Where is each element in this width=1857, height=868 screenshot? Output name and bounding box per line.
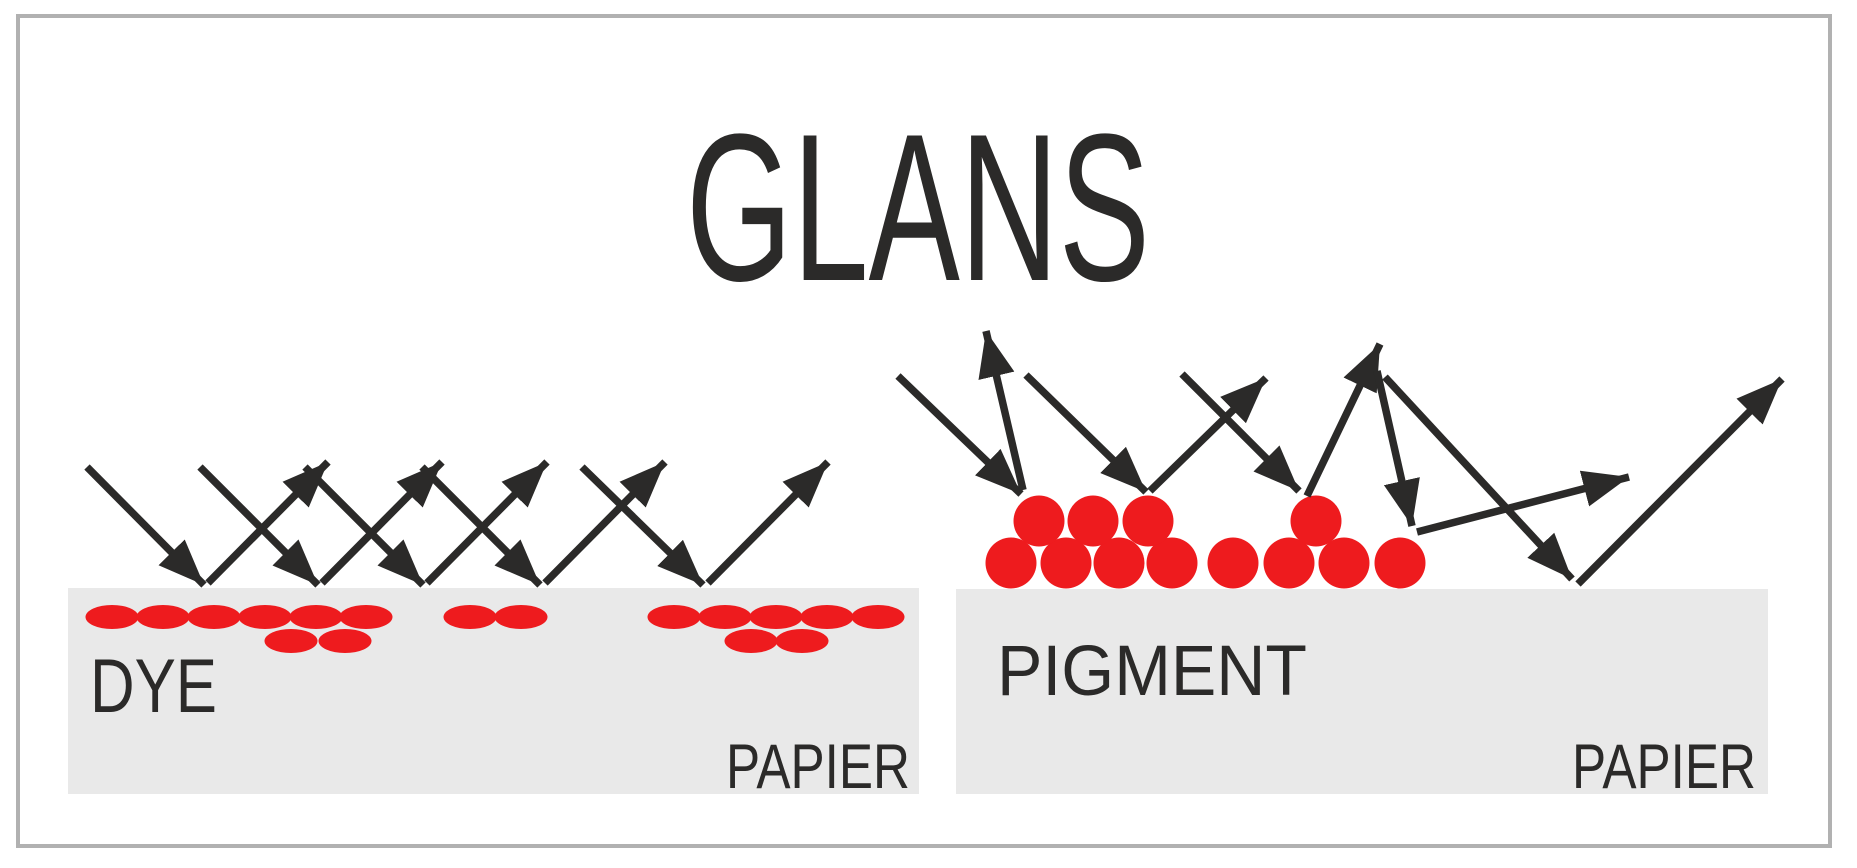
pigment-particle bbox=[1374, 537, 1426, 589]
dye-dot bbox=[851, 605, 905, 629]
light-ray-arrow bbox=[579, 464, 706, 588]
specular-ray-layer bbox=[84, 459, 831, 588]
light-ray-arrow bbox=[197, 464, 321, 588]
pigment-label: PIGMENT bbox=[997, 632, 1307, 711]
light-ray-arrow bbox=[1373, 370, 1420, 527]
dye-dot bbox=[187, 605, 241, 629]
pigment-particle bbox=[1122, 495, 1174, 547]
pigment-panel: PIGMENT PAPIER bbox=[895, 330, 1785, 802]
dye-dot bbox=[264, 629, 318, 653]
pigment-particle bbox=[1290, 495, 1342, 547]
light-ray-arrow bbox=[1416, 470, 1630, 536]
page-title: GLANS bbox=[686, 90, 1150, 325]
pigment-particle bbox=[1093, 537, 1145, 589]
dye-dot bbox=[724, 629, 778, 653]
paper-block-right bbox=[956, 589, 1768, 794]
dye-dot bbox=[775, 629, 829, 653]
light-ray-arrow bbox=[424, 459, 550, 586]
light-ray-arrow bbox=[705, 459, 831, 586]
light-ray-arrow bbox=[1179, 371, 1302, 494]
pigment-particle bbox=[1146, 537, 1198, 589]
dye-dot bbox=[289, 605, 343, 629]
light-ray-arrow bbox=[205, 459, 331, 586]
pigment-particle bbox=[1067, 495, 1119, 547]
pigment-particle-layer bbox=[985, 495, 1426, 589]
light-ray-arrow bbox=[542, 459, 668, 586]
light-ray-arrow bbox=[1382, 374, 1575, 582]
dye-label: DYE bbox=[90, 644, 217, 729]
pigment-particle bbox=[1040, 537, 1092, 589]
light-ray-arrow bbox=[1303, 342, 1384, 498]
light-ray-arrow bbox=[1575, 376, 1785, 587]
pigment-particle bbox=[1318, 537, 1370, 589]
dye-dot bbox=[749, 605, 803, 629]
dye-dot bbox=[339, 605, 393, 629]
dye-dot bbox=[443, 605, 497, 629]
dye-dot bbox=[698, 605, 752, 629]
dye-dot bbox=[85, 605, 139, 629]
light-ray-arrow bbox=[1147, 375, 1269, 494]
light-ray-arrow bbox=[319, 459, 445, 586]
pigment-particle bbox=[1207, 537, 1259, 589]
dye-panel: DYE PAPIER bbox=[68, 459, 919, 802]
light-ray-arrow bbox=[1023, 372, 1149, 495]
dye-dot bbox=[318, 629, 372, 653]
light-ray-arrow bbox=[978, 330, 1027, 491]
dye-dot-layer bbox=[85, 605, 905, 653]
pigment-particle bbox=[1013, 495, 1065, 547]
pigment-particle bbox=[985, 537, 1037, 589]
pigment-particle bbox=[1263, 537, 1315, 589]
light-ray-arrow bbox=[84, 464, 207, 588]
dye-dot bbox=[647, 605, 701, 629]
paper-label-left: PAPIER bbox=[726, 732, 910, 802]
dye-dot bbox=[800, 605, 854, 629]
diffuse-ray-layer bbox=[895, 330, 1785, 587]
border-frame bbox=[16, 14, 1832, 848]
dye-dot bbox=[238, 605, 292, 629]
light-ray-arrow bbox=[895, 373, 1024, 497]
paper-label-right: PAPIER bbox=[1572, 732, 1756, 802]
dye-dot bbox=[136, 605, 190, 629]
dye-dot bbox=[494, 605, 548, 629]
light-ray-arrow bbox=[302, 464, 426, 588]
